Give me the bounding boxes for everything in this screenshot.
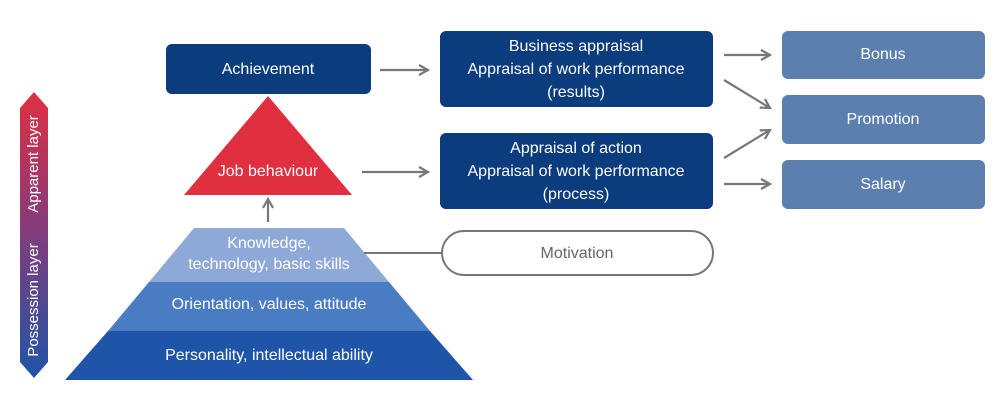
- salary-box-shape: [782, 160, 985, 209]
- layer-bar-shape: [20, 92, 48, 378]
- arrow-process-to-promotion: [723, 130, 770, 159]
- business-appraisal-box-shape: [440, 31, 713, 107]
- job-behaviour-label: Job behaviour: [218, 163, 319, 180]
- pyramid-middle-layer: [108, 282, 430, 331]
- motivation-box-shape: [441, 230, 714, 276]
- business-appraisal-box: Business appraisal Appraisal of work per…: [440, 31, 713, 107]
- pyramid-middle-label: Orientation, values, attitude: [172, 296, 367, 313]
- pyramid-top-line-1: Knowledge,: [227, 235, 311, 252]
- achievement-box-shape: [166, 44, 371, 94]
- arrow-results-to-promotion: [723, 79, 770, 108]
- business-appraisal-line-3: (results): [547, 84, 605, 101]
- business-appraisal-line-2: Appraisal of work performance: [468, 61, 685, 78]
- pyramid-top-layer: [149, 228, 389, 282]
- action-appraisal-line-1: Appraisal of action: [510, 140, 642, 157]
- promotion-label: Promotion: [847, 111, 920, 128]
- pyramid-bottom-label: Personality, intellectual ability: [165, 347, 373, 364]
- bonus-box: Bonus: [782, 31, 985, 79]
- action-appraisal-box: Appraisal of action Appraisal of work pe…: [440, 133, 713, 209]
- competency-pyramid: Knowledge, technology, basic skills Orie…: [65, 228, 473, 380]
- bonus-box-shape: [782, 31, 985, 79]
- action-appraisal-line-2: Appraisal of work performance: [468, 163, 685, 180]
- motivation-box: Motivation: [441, 230, 714, 276]
- salary-label: Salary: [860, 176, 905, 193]
- pyramid-top-line-2: technology, basic skills: [188, 256, 350, 273]
- achievement-label: Achievement: [222, 61, 315, 78]
- achievement-box: Achievement: [166, 44, 371, 94]
- job-behaviour-triangle: Job behaviour: [184, 96, 352, 195]
- apparent-layer-label: Apparent layer: [25, 115, 42, 213]
- action-appraisal-box-shape: [440, 133, 713, 209]
- job-behaviour-shape: [184, 96, 352, 195]
- salary-box: Salary: [782, 160, 985, 209]
- possession-layer-label: Possession layer: [25, 243, 42, 356]
- bonus-label: Bonus: [860, 46, 905, 63]
- business-appraisal-line-1: Business appraisal: [509, 38, 643, 55]
- action-appraisal-line-3: (process): [543, 186, 610, 203]
- promotion-box-shape: [782, 95, 985, 144]
- motivation-label: Motivation: [541, 245, 614, 262]
- pyramid-bottom-layer: [65, 331, 473, 380]
- promotion-box: Promotion: [782, 95, 985, 144]
- layer-bar: Apparent layer Possession layer: [20, 92, 48, 378]
